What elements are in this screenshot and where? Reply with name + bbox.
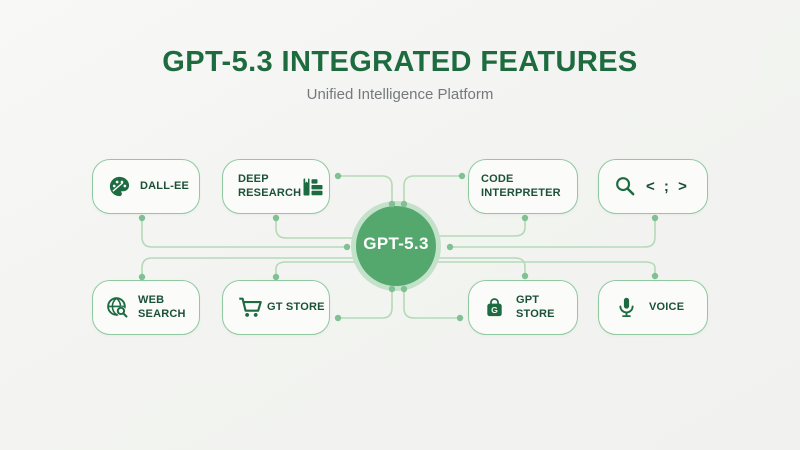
feature-label: GT STORE	[267, 300, 325, 313]
feature-box-gpt-store: G GPT STORE	[468, 280, 578, 335]
cart-icon	[239, 297, 262, 317]
feature-label: GPT STORE	[516, 293, 555, 320]
feature-box-deep-research: DEEP RESEARCH	[222, 159, 330, 214]
bag-icon: G	[487, 298, 502, 317]
feature-box-dall-ee: DALL-EE	[92, 159, 200, 214]
svg-text:G: G	[491, 305, 498, 315]
feature-box-code-interpreter: CODE INTERPRETER	[468, 159, 578, 214]
feature-label: DEEP RESEARCH	[238, 172, 302, 199]
feature-box-web-search: WEB SEARCH	[92, 280, 200, 335]
feature-box-code-search: < ; >	[598, 159, 708, 214]
search-icon	[616, 177, 635, 196]
feature-label: DALL-EE	[140, 179, 190, 192]
page-subtitle: Unified Intelligence Platform	[306, 86, 494, 103]
feature-box-gt-store: GT STORE	[222, 280, 330, 335]
feature-label: CODE INTERPRETER	[481, 172, 561, 199]
feature-label: WEB SEARCH	[138, 293, 186, 320]
palette-icon	[109, 176, 130, 197]
page-title: GPT-5.3 INTEGRATED FEATURES	[162, 46, 638, 78]
book-list-icon	[303, 178, 323, 195]
feature-label: < ; >	[646, 178, 690, 195]
feature-box-voice: VOICE	[598, 280, 708, 335]
central-node-disc	[351, 201, 441, 291]
feature-label: VOICE	[649, 300, 685, 313]
header: GPT-5.3 INTEGRATED FEATURES Unified Inte…	[0, 46, 800, 103]
mic-icon	[619, 297, 634, 318]
central-node-label: GPT-5.3	[363, 234, 429, 253]
connector-dots	[138, 172, 659, 322]
globe-search-icon	[107, 297, 128, 318]
